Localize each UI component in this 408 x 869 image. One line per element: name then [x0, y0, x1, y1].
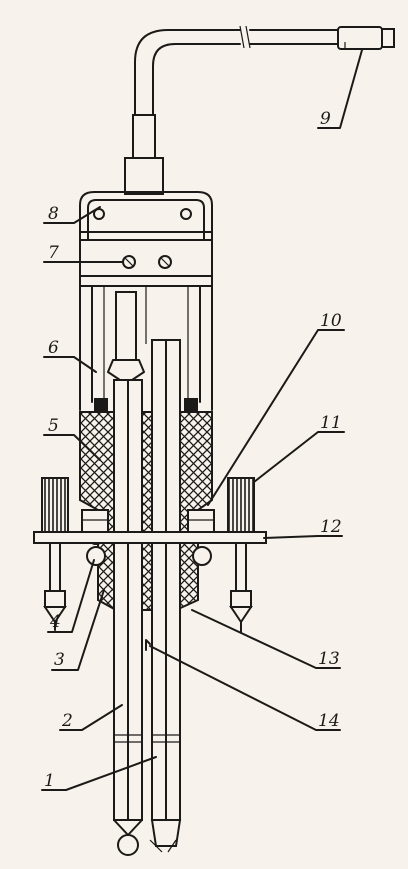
handle-neck — [124, 114, 164, 195]
label-8: 8 — [48, 204, 59, 224]
left-side-clamp — [41, 477, 69, 631]
cable-connector-plug — [337, 26, 395, 50]
right-side-clamp — [227, 477, 255, 633]
right-nut — [187, 509, 215, 566]
outer-casing — [79, 275, 213, 414]
label-9: 9 — [320, 109, 331, 129]
label-10: 10 — [320, 311, 342, 331]
label-7: 7 — [48, 243, 59, 263]
leader-lines — [41, 49, 363, 791]
label-14: 14 — [318, 711, 340, 731]
label-13: 13 — [318, 649, 340, 669]
cable — [134, 25, 341, 116]
label-12: 12 — [320, 517, 342, 537]
side-plate — [33, 531, 267, 544]
label-5: 5 — [48, 416, 59, 436]
electrode-rod-right — [149, 339, 182, 853]
electrode-rod-left — [113, 379, 143, 856]
clamp-block — [79, 239, 213, 287]
label-1: 1 — [44, 771, 55, 791]
label-4: 4 — [49, 612, 61, 632]
label-2: 2 — [61, 711, 73, 731]
label-3: 3 — [54, 650, 65, 670]
label-6: 6 — [48, 338, 59, 358]
pin-14 — [145, 639, 151, 651]
label-11: 11 — [320, 413, 342, 433]
center-insert — [107, 286, 147, 385]
